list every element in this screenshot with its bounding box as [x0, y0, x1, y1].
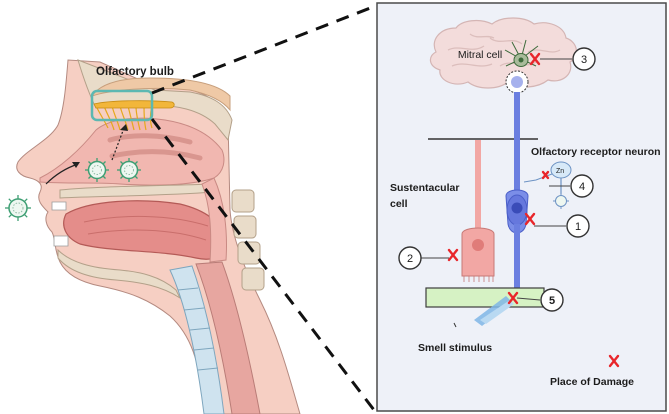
olfactory-bulb-organ — [93, 100, 175, 109]
brain-folds — [447, 33, 561, 67]
olfactory-bulb-label: Olfactory bulb — [96, 66, 174, 78]
nasal-conchae — [107, 133, 203, 161]
marker-leaders — [421, 58, 572, 301]
place-of-damage-label: Place of Damage — [550, 376, 634, 388]
head-cross-section: Olfactory bulb — [5, 59, 301, 414]
jaw-bone — [57, 248, 182, 300]
marker-1: 1 — [566, 214, 590, 238]
damage-x-mitral — [529, 52, 541, 66]
damage-x-zinc — [541, 170, 550, 180]
dotted-arrowhead — [120, 124, 128, 131]
glomerulus — [505, 70, 529, 94]
svg-text:3: 3 — [581, 54, 587, 66]
damage-x-mucus — [507, 291, 519, 305]
trachea-rings — [177, 287, 219, 371]
cervical-spine — [231, 189, 265, 291]
zoom-line-bottom — [150, 118, 376, 411]
marker-3: 3 — [572, 47, 596, 71]
svg-text:5: 5 — [549, 295, 555, 307]
skull-bone — [77, 59, 233, 142]
brain-base — [90, 77, 231, 112]
trachea — [169, 265, 225, 414]
teeth — [51, 201, 69, 247]
marker-2: 2 — [398, 246, 422, 270]
marker-5: 5 — [540, 288, 564, 312]
zoom-line-top — [151, 3, 379, 95]
tongue-stripes — [83, 215, 209, 241]
zinc-label: Zn — [556, 168, 564, 175]
olfactory-receptor-neuron-label: Olfactory receptor neuron — [531, 146, 661, 158]
svg-text:2: 2 — [407, 253, 413, 265]
mitral-cell-label: Mitral cell — [458, 49, 502, 61]
olfactory-receptor-neuron — [505, 92, 529, 300]
virus-particle — [5, 195, 31, 221]
mitral-cell — [504, 39, 539, 67]
esophagus — [195, 261, 261, 414]
olfactory-bulb-highlight — [90, 89, 154, 122]
damage-x-sustentacular — [447, 248, 459, 262]
damage-x-receptor — [524, 212, 536, 226]
brain — [429, 17, 577, 89]
damage-x-legend — [608, 354, 620, 368]
smell-stimulus-label: Smell stimulus — [418, 342, 492, 354]
virus-particle — [117, 158, 141, 182]
pharynx — [201, 177, 227, 263]
receptor-virus — [553, 193, 569, 209]
smell-stimulus-beam — [453, 296, 514, 328]
zinc-receptor-group: Zn — [523, 161, 572, 209]
sustentacular-cell — [461, 140, 495, 282]
dotted-arrow — [111, 127, 125, 161]
svg-text:1: 1 — [575, 221, 581, 233]
sustentacular-label-line1: Sustentacular — [390, 182, 459, 194]
airflow-arrowhead — [72, 162, 80, 168]
marker-4: 4 — [570, 174, 594, 198]
damage-marks — [447, 52, 620, 368]
mucus-layer — [425, 287, 545, 308]
sustentacular-label-line2: cell — [390, 198, 408, 210]
virus-particle — [85, 158, 109, 182]
zoom-panel: Zn — [376, 2, 667, 412]
svg-text:4: 4 — [579, 181, 585, 193]
